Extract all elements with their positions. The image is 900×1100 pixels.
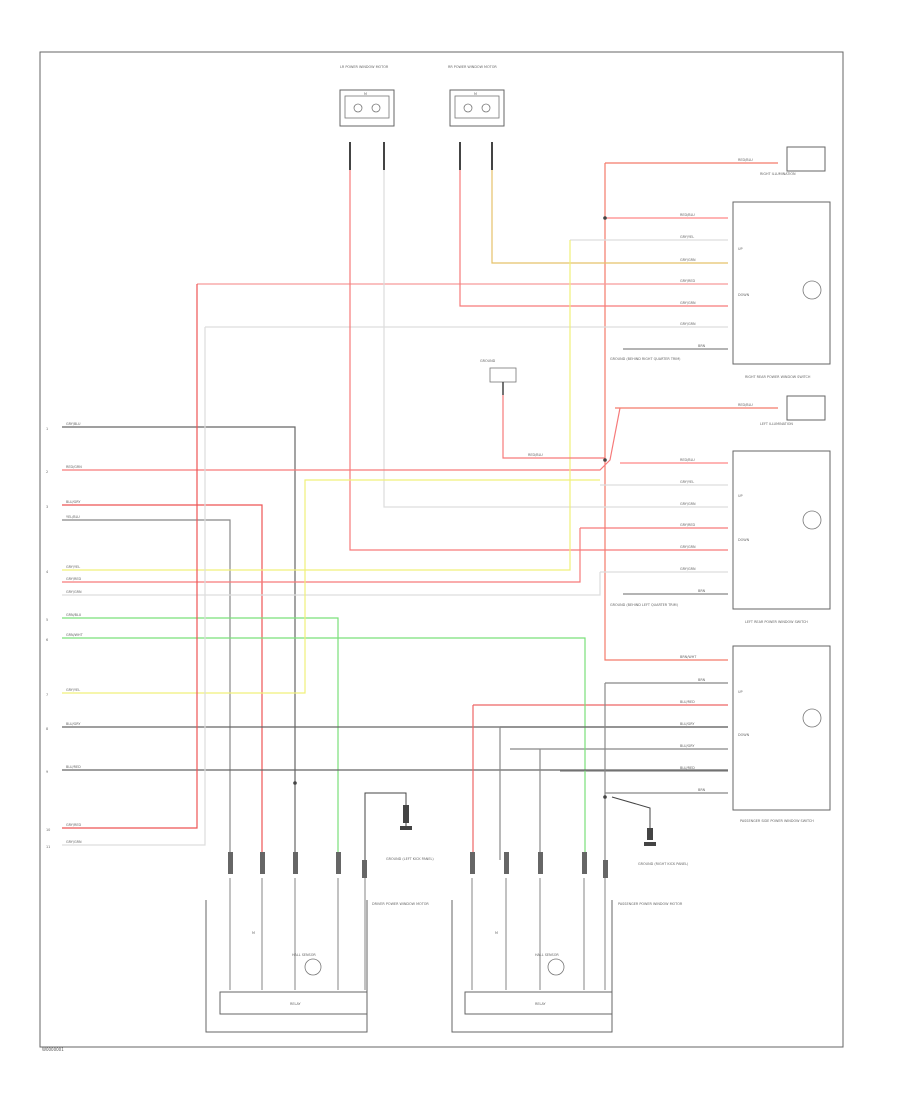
svg-text:3: 3 bbox=[46, 505, 48, 509]
svg-text:RELAY: RELAY bbox=[290, 1002, 302, 1006]
svg-text:4: 4 bbox=[46, 570, 48, 574]
svg-text:GRY/GRN: GRY/GRN bbox=[680, 502, 696, 506]
svg-text:GRY/RED: GRY/RED bbox=[66, 577, 81, 581]
svg-text:GRY/GRN: GRY/GRN bbox=[66, 590, 82, 594]
svg-text:GROUND: GROUND bbox=[480, 359, 496, 363]
svg-text:5: 5 bbox=[46, 618, 48, 622]
svg-text:HALL SENSOR: HALL SENSOR bbox=[535, 953, 559, 957]
svg-text:BRN: BRN bbox=[698, 344, 706, 348]
svg-text:YEL/BLU: YEL/BLU bbox=[66, 515, 80, 519]
rr-right-window-motor: RR POWER WINDOW MOTOR M bbox=[448, 65, 505, 127]
junction-dots bbox=[293, 216, 607, 799]
svg-text:PASSENGER SIDE POWER WINDOW SW: PASSENGER SIDE POWER WINDOW SWITCH bbox=[740, 819, 814, 823]
svg-text:M: M bbox=[495, 931, 498, 935]
svg-text:RED/BLU: RED/BLU bbox=[738, 158, 753, 162]
svg-text:BLU/RED: BLU/RED bbox=[680, 700, 695, 704]
svg-text:BLU/RED: BLU/RED bbox=[66, 765, 81, 769]
svg-text:M: M bbox=[252, 931, 255, 935]
svg-text:BRN/WHT: BRN/WHT bbox=[680, 655, 697, 659]
svg-text:UP: UP bbox=[738, 247, 743, 251]
svg-text:DOWN: DOWN bbox=[738, 538, 750, 542]
svg-text:LR POWER WINDOW MOTOR: LR POWER WINDOW MOTOR bbox=[340, 65, 389, 69]
svg-text:BRN: BRN bbox=[698, 678, 706, 682]
svg-text:GRY/RED: GRY/RED bbox=[66, 823, 81, 827]
svg-text:9: 9 bbox=[46, 770, 48, 774]
center-ground: GROUND bbox=[480, 359, 517, 395]
svg-text:GRY/YEL: GRY/YEL bbox=[66, 688, 80, 692]
svg-text:BLU/GRY: BLU/GRY bbox=[66, 500, 81, 504]
svg-text:LEFT REAR POWER WINDOW SWITCH: LEFT REAR POWER WINDOW SWITCH bbox=[745, 620, 808, 624]
svg-text:GRY/YEL: GRY/YEL bbox=[680, 235, 694, 239]
driver-window-motor-module: RELAY M HALL SENSOR DRIVER POWER WINDOW … bbox=[205, 878, 429, 1033]
rr-left-window-motor: LR POWER WINDOW MOTOR M bbox=[339, 65, 395, 127]
svg-text:GRY/GRN: GRY/GRN bbox=[680, 567, 696, 571]
driver-ground-symbol bbox=[364, 792, 412, 860]
svg-text:DOWN: DOWN bbox=[738, 733, 750, 737]
passenger-window-switch: UP DOWN PASSENGER SIDE POWER WINDOW SWIT… bbox=[732, 645, 831, 823]
svg-text:GRY/BLU: GRY/BLU bbox=[66, 422, 81, 426]
svg-text:11: 11 bbox=[46, 845, 50, 849]
right-rear-window-switch: UP DOWN RIGHT REAR POWER WINDOW SWITCH bbox=[732, 201, 831, 379]
svg-text:RED/BLU: RED/BLU bbox=[680, 458, 695, 462]
module-connectors bbox=[228, 852, 608, 878]
svg-text:RR POWER WINDOW MOTOR: RR POWER WINDOW MOTOR bbox=[448, 65, 497, 69]
svg-text:UP: UP bbox=[738, 494, 743, 498]
top-motor-connectors bbox=[349, 142, 493, 170]
svg-text:PASSENGER POWER WINDOW MOTOR: PASSENGER POWER WINDOW MOTOR bbox=[618, 902, 683, 906]
wires bbox=[62, 162, 778, 860]
svg-text:RED/BLU: RED/BLU bbox=[680, 213, 695, 217]
svg-text:GRY/GRN: GRY/GRN bbox=[66, 840, 82, 844]
svg-text:DOWN: DOWN bbox=[738, 293, 750, 297]
svg-text:RED/BLU: RED/BLU bbox=[528, 453, 543, 457]
svg-text:UP: UP bbox=[738, 690, 743, 694]
svg-text:GRY/YEL: GRY/YEL bbox=[66, 565, 80, 569]
left-wire-labels: 1 GRY/BLU 2 RED/GRN 3 BLU/GRY YEL/BLU 4 … bbox=[46, 422, 84, 849]
svg-text:BLU/RED: BLU/RED bbox=[680, 766, 695, 770]
svg-text:GRN/WHT: GRN/WHT bbox=[66, 633, 84, 637]
diagram-code: W0000001 bbox=[42, 1047, 64, 1052]
svg-text:BLU/GRY: BLU/GRY bbox=[680, 744, 695, 748]
svg-text:GROUND (LEFT KICK PANEL): GROUND (LEFT KICK PANEL) bbox=[386, 857, 434, 861]
svg-text:1: 1 bbox=[46, 427, 48, 431]
svg-text:6: 6 bbox=[46, 638, 48, 642]
svg-text:M: M bbox=[364, 92, 367, 96]
svg-text:M: M bbox=[474, 92, 477, 96]
svg-text:2: 2 bbox=[46, 470, 48, 474]
svg-text:RED/GRN: RED/GRN bbox=[66, 465, 82, 469]
svg-text:BLU/GRY: BLU/GRY bbox=[680, 722, 695, 726]
svg-text:GROUND (RIGHT KICK PANEL): GROUND (RIGHT KICK PANEL) bbox=[638, 862, 689, 866]
svg-text:HALL SENSOR: HALL SENSOR bbox=[292, 953, 316, 957]
svg-text:GROUND (BEHIND LEFT QUARTER TR: GROUND (BEHIND LEFT QUARTER TRIM) bbox=[610, 603, 679, 607]
svg-text:GROUND (BEHIND RIGHT QUARTER T: GROUND (BEHIND RIGHT QUARTER TRIM) bbox=[610, 357, 681, 361]
svg-text:GRN/BLU: GRN/BLU bbox=[66, 613, 82, 617]
svg-text:RED/BLU: RED/BLU bbox=[738, 403, 753, 407]
left-illumination: LEFT ILLUMINATION bbox=[760, 395, 826, 426]
right-wire-labels: RED/BLU RED/BLU GRY/YEL GRY/GRN GRY/RED … bbox=[528, 158, 753, 792]
svg-text:DRIVER POWER WINDOW MOTOR: DRIVER POWER WINDOW MOTOR bbox=[372, 902, 429, 906]
svg-text:10: 10 bbox=[46, 828, 50, 832]
svg-text:BRN: BRN bbox=[698, 788, 706, 792]
svg-text:LEFT ILLUMINATION: LEFT ILLUMINATION bbox=[760, 422, 793, 426]
svg-text:GRY/RED: GRY/RED bbox=[680, 279, 695, 283]
svg-text:RIGHT REAR POWER WINDOW SWITCH: RIGHT REAR POWER WINDOW SWITCH bbox=[745, 375, 811, 379]
svg-text:7: 7 bbox=[46, 693, 48, 697]
svg-text:BRN: BRN bbox=[698, 589, 706, 593]
svg-text:GRY/GRN: GRY/GRN bbox=[680, 545, 696, 549]
left-rear-window-switch: UP DOWN LEFT REAR POWER WINDOW SWITCH bbox=[732, 450, 831, 624]
svg-text:RIGHT ILLUMINATION: RIGHT ILLUMINATION bbox=[760, 172, 796, 176]
ground-labels: GROUND (BEHIND RIGHT QUARTER TRIM) GROUN… bbox=[386, 357, 689, 866]
svg-text:BLU/GRY: BLU/GRY bbox=[66, 722, 81, 726]
svg-text:GRY/YEL: GRY/YEL bbox=[680, 480, 694, 484]
diagram-frame bbox=[39, 51, 844, 1048]
passenger-window-motor-module: RELAY M HALL SENSOR PASSENGER POWER WIND… bbox=[451, 878, 683, 1033]
svg-text:GRY/RED: GRY/RED bbox=[680, 523, 695, 527]
svg-text:GRY/GRN: GRY/GRN bbox=[680, 258, 696, 262]
svg-text:8: 8 bbox=[46, 727, 48, 731]
svg-text:RELAY: RELAY bbox=[535, 1002, 547, 1006]
svg-text:GRY/GRN: GRY/GRN bbox=[680, 301, 696, 305]
passenger-ground-symbol bbox=[611, 796, 656, 846]
svg-text:GRY/GRN: GRY/GRN bbox=[680, 322, 696, 326]
right-illumination: RIGHT ILLUMINATION bbox=[760, 146, 826, 176]
